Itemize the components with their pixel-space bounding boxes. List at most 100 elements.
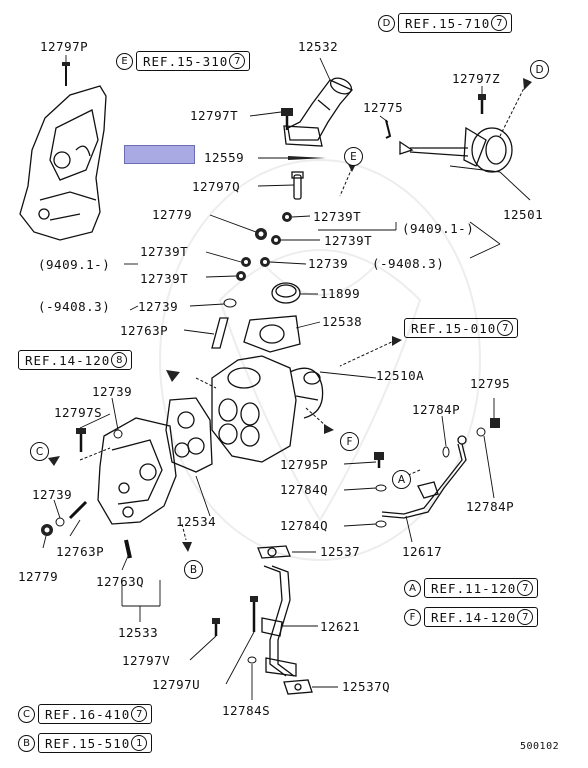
ref-15-010-text: REF.15-010 (411, 320, 497, 336)
label-12795P[interactable]: 12795P (280, 457, 329, 472)
gasket-12537-part (257, 545, 291, 559)
label-12775[interactable]: 12775 (363, 100, 404, 115)
bolt-12797U-part (250, 596, 258, 632)
ref-C-num: 7 (131, 706, 148, 722)
wastegate-actuator-part (399, 126, 513, 173)
ref-B-text: REF.15-510 (45, 735, 131, 751)
label-12621[interactable]: 12621 (320, 619, 361, 634)
return-pipe-12621-part (261, 565, 297, 677)
ref-15-010-num: 7 (497, 320, 514, 336)
callout-B[interactable]: B (184, 560, 203, 579)
ref-B-num: 1 (131, 735, 148, 751)
label-12784Q-a[interactable]: 12784Q (280, 482, 329, 497)
label-11899[interactable]: 11899 (320, 286, 361, 301)
bolt-12797Q-part (291, 171, 304, 200)
turbocharger-part (211, 355, 324, 463)
label-12534[interactable]: 12534 (176, 514, 217, 529)
bolt-12797V-part (212, 618, 220, 636)
label-12797Z[interactable]: 12797Z (452, 71, 501, 86)
ref-14-120-8-num: 8 (111, 352, 128, 368)
label-12739T-c[interactable]: 12739T (140, 244, 189, 259)
bolt-12797P-part (62, 62, 70, 86)
label-12739T-a[interactable]: 12739T (313, 209, 362, 224)
gasket-12559-part (288, 156, 326, 160)
label-12739-mid[interactable]: 12739 (308, 256, 349, 271)
label-12739-low[interactable]: 12739 (92, 384, 133, 399)
label-12763Q[interactable]: 12763Q (96, 574, 145, 589)
label-12763P-low[interactable]: 12763P (56, 544, 105, 559)
manifold-12533-part (97, 417, 177, 525)
oring-11899-part (271, 282, 301, 304)
watermark-emblem (159, 159, 481, 561)
label-12739T-b[interactable]: 12739T (324, 233, 373, 248)
label-12797T[interactable]: 12797T (190, 108, 239, 123)
gasket-12538-part (243, 315, 301, 353)
banjo-bolts-part (374, 418, 500, 528)
ref-F-num: 7 (517, 609, 534, 625)
label-12797U[interactable]: 12797U (152, 677, 201, 692)
nuts-washers-upper (223, 212, 292, 308)
callout-A[interactable]: A (392, 470, 411, 489)
small-bolts-left (41, 428, 132, 559)
document-number: 500102 (520, 741, 560, 752)
label-date-to-left: (-9408.3) (38, 299, 111, 314)
label-12533[interactable]: 12533 (118, 625, 159, 640)
ref-F-letter: F (404, 608, 421, 626)
label-12538[interactable]: 12538 (322, 314, 363, 329)
ref-D-letter: D (378, 14, 395, 32)
ref-A-num: 7 (517, 580, 534, 596)
leader-lines (42, 55, 531, 700)
gasket-12537Q-part (283, 679, 313, 695)
label-12784S[interactable]: 12784S (222, 703, 271, 718)
clip-12775-part (385, 119, 392, 139)
callout-D[interactable]: D (530, 60, 549, 79)
label-12784P-b[interactable]: 12784P (466, 499, 515, 514)
clip-12784S-part (247, 656, 257, 664)
label-12617[interactable]: 12617 (402, 544, 443, 559)
label-12537Q[interactable]: 12537Q (342, 679, 391, 694)
bolt-12797T-part (281, 108, 293, 130)
ref-D-num: 7 (491, 15, 508, 31)
label-12779-low[interactable]: 12779 (18, 569, 59, 584)
ref-E-letter: E (116, 52, 133, 70)
label-12784Q-b[interactable]: 12784Q (280, 518, 329, 533)
label-12537[interactable]: 12537 (320, 544, 361, 559)
label-date-from-right: (9409.1-) (402, 221, 475, 236)
label-12797P[interactable]: 12797P (40, 39, 89, 54)
oil-pipe-12617-part (381, 435, 467, 519)
label-date-to-right: (-9408.3) (372, 256, 445, 271)
label-date-from-left: (9409.1-) (38, 257, 111, 272)
label-12779-top[interactable]: 12779 (152, 207, 193, 222)
label-12739-left[interactable]: 12739 (138, 299, 179, 314)
highlighted-part-marker[interactable] (124, 145, 195, 164)
label-12797Q[interactable]: 12797Q (192, 179, 241, 194)
label-12797S[interactable]: 12797S (54, 405, 103, 420)
label-12510A[interactable]: 12510A (376, 368, 425, 383)
label-12532[interactable]: 12532 (298, 39, 339, 54)
ref-14-120-8-text: REF.14-120 (25, 352, 111, 368)
label-12797V[interactable]: 12797V (122, 653, 171, 668)
label-12739-bottom[interactable]: 12739 (32, 487, 73, 502)
label-12739T-d[interactable]: 12739T (140, 271, 189, 286)
gasket-12534-part (165, 397, 213, 473)
label-12559[interactable]: 12559 (204, 150, 245, 165)
callout-C[interactable]: C (30, 442, 49, 461)
callout-E[interactable]: E (344, 147, 363, 166)
stud-12763P-mid-part (211, 317, 229, 349)
callout-F[interactable]: F (340, 432, 359, 451)
label-12501[interactable]: 12501 (503, 207, 544, 222)
ref-F-text: REF.14-120 (431, 609, 517, 625)
label-12784P-a[interactable]: 12784P (412, 402, 461, 417)
label-12795[interactable]: 12795 (470, 376, 511, 391)
label-12763P-mid[interactable]: 12763P (120, 323, 169, 338)
